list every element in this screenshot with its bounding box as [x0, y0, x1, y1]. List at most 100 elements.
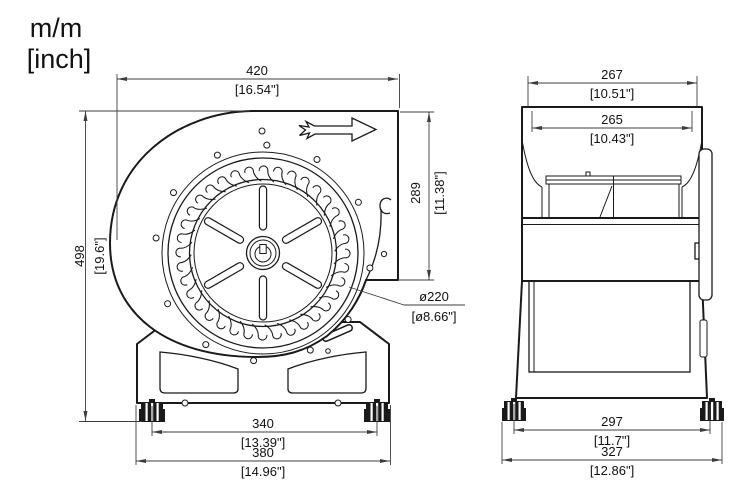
- impeller-blade: [334, 234, 350, 252]
- dim-side-base-mm: 327: [601, 444, 623, 459]
- inlet-impeller: [152, 141, 374, 365]
- impeller-blade: [330, 262, 350, 277]
- impeller-blade: [322, 195, 332, 216]
- base-cutout-left: [159, 351, 239, 394]
- impeller-blade: [251, 323, 268, 341]
- impeller-blade: [244, 166, 262, 182]
- impeller-spoke: [258, 275, 268, 321]
- hub-keyway: [259, 244, 267, 254]
- dim-impeller-inch: [ø8.66"]: [411, 309, 456, 324]
- inlet-flange-plate: [698, 148, 713, 301]
- impeller-rim-outer: [188, 178, 338, 328]
- side-foot-right: [700, 398, 724, 421]
- rivet-hole: [306, 346, 314, 354]
- foot-slit: [370, 403, 373, 421]
- foot-stud: [374, 399, 380, 403]
- base-notch: [334, 399, 342, 407]
- impeller-spokes: [203, 185, 323, 321]
- dim-side-outlet-depth-inch: [10.43"]: [590, 131, 634, 146]
- impeller-blade: [180, 266, 194, 286]
- impeller-blade: [310, 302, 331, 312]
- foot-stud: [709, 398, 715, 402]
- dim-front-base-inch: [14.96"]: [241, 464, 285, 479]
- impeller-blade: [186, 279, 197, 299]
- impeller-blade: [217, 176, 237, 187]
- impeller-blade: [180, 218, 201, 230]
- base-hole: [325, 348, 331, 354]
- impeller-spoke: [203, 262, 245, 289]
- front-view: 420 [16.54"] 498 [19.6"] 289 [11.38"] ø2…: [72, 63, 465, 479]
- inlet-ring-inner: [167, 157, 359, 349]
- impeller-blades: [175, 165, 351, 341]
- inlet-rivets: [152, 141, 374, 365]
- side-view: 267 [10.51"] 265 [10.43"] 297 [11.7"] 32…: [501, 67, 724, 478]
- base-cutout-right: [287, 351, 367, 394]
- impeller-blade: [300, 176, 310, 198]
- scroll-wall: [365, 208, 382, 281]
- impeller-blade: [276, 322, 296, 336]
- impeller-blade: [228, 315, 240, 336]
- impeller-blade: [332, 220, 346, 240]
- rivet-hole: [313, 156, 321, 163]
- impeller-blade: [264, 324, 282, 340]
- dim-front-feet-inch: [13.39"]: [241, 435, 285, 450]
- impeller-hub: [245, 235, 281, 271]
- impeller-blade: [289, 319, 309, 330]
- scroll-tongue: [379, 197, 392, 215]
- dim-side-base: 327 [12.86"]: [501, 422, 723, 478]
- units-legend: m/m [inch]: [27, 13, 92, 74]
- impeller-blade: [195, 194, 216, 204]
- rivet-hole: [354, 198, 362, 206]
- dim-side-depth-inch: [10.51"]: [590, 86, 634, 101]
- rivet-hole: [164, 300, 172, 308]
- rivet-hole: [202, 341, 210, 349]
- units-mm-label: m/m: [30, 13, 82, 43]
- foot-stud: [149, 399, 155, 403]
- dim-side-base-inch: [12.86"]: [590, 463, 634, 478]
- impeller-blade: [230, 170, 250, 184]
- foot-slit: [711, 402, 714, 420]
- impeller-blade: [205, 184, 226, 194]
- dim-front-width-inch: [16.54"]: [235, 82, 279, 97]
- impeller-spoke: [281, 262, 323, 289]
- scroll-side-panel: [528, 280, 691, 373]
- impeller-blade: [325, 276, 346, 288]
- impeller-blade: [186, 206, 208, 216]
- impeller-blade: [176, 254, 192, 272]
- dim-side-outlet-depth: 265 [10.43"]: [531, 111, 693, 146]
- foot-slit: [716, 402, 719, 420]
- dim-side-feet-inch: [11.7"]: [594, 433, 630, 448]
- rivet-hole: [366, 264, 374, 272]
- units-inch-label: [inch]: [27, 44, 92, 74]
- dim-front-base: 380 [14.96"]: [135, 405, 391, 479]
- impeller-blade: [204, 300, 214, 321]
- dim-impeller-mm: ø220: [419, 289, 449, 304]
- base-slot-right-inner: [323, 325, 352, 341]
- foot-slit: [705, 402, 708, 420]
- impeller-spoke: [281, 217, 323, 244]
- bell-fillet-right: [681, 139, 703, 188]
- dim-front-width: 420 [16.54"]: [116, 63, 400, 240]
- side-outline: [515, 106, 708, 399]
- impeller-blade: [300, 312, 321, 322]
- dim-front-width-mm: 420: [246, 63, 268, 78]
- motor-diagonal: [599, 185, 613, 218]
- dim-front-height-inch: [19.6"]: [92, 237, 107, 274]
- impeller-blade: [239, 320, 254, 340]
- impeller-blade: [318, 290, 340, 300]
- dim-front-height: 498 [19.6"]: [72, 110, 250, 422]
- impeller-blade: [286, 170, 298, 191]
- dim-front-outlet-inch: [11.38"]: [432, 171, 447, 214]
- impeller-blade: [176, 229, 196, 244]
- impeller-blade: [258, 165, 275, 183]
- hub-ring: [249, 239, 277, 267]
- motor-block: [545, 171, 682, 219]
- motor-cap-tab: [585, 171, 591, 177]
- base-notch: [181, 399, 189, 407]
- foot-slit: [507, 402, 510, 420]
- dim-side-feet-mm: 297: [601, 414, 623, 429]
- dim-front-outlet-mm: 289: [408, 182, 423, 204]
- impeller-blade: [216, 308, 226, 330]
- rivet-hole: [152, 234, 160, 242]
